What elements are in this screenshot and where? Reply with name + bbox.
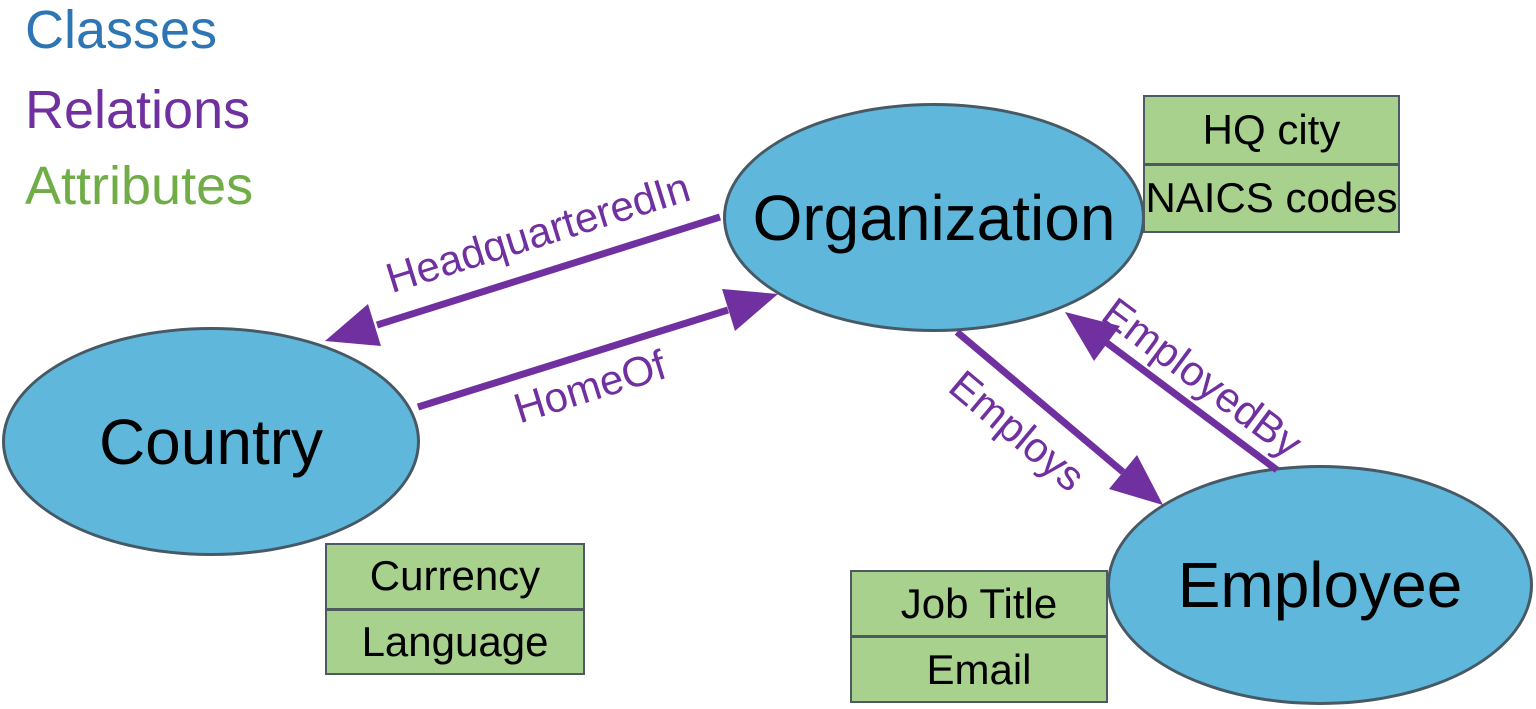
attributes-box-employee: Job Title Email	[850, 570, 1108, 703]
attributes-box-country: Currency Language	[325, 543, 585, 675]
legend-attributes: Attributes	[25, 156, 254, 216]
legend-relations: Relations	[25, 80, 251, 140]
legend-classes: Classes	[25, 0, 218, 60]
relation-line-employedby	[1104, 340, 1280, 473]
relation-arrowhead-employedby	[1065, 312, 1120, 361]
attribute-hq-city: HQ city	[1202, 105, 1341, 153]
relation-line-employs	[954, 329, 1126, 475]
relation-arrowhead-employs	[1109, 455, 1163, 505]
node-country-label: Country	[98, 405, 324, 478]
node-employee-label: Employee	[1177, 549, 1463, 621]
relation-arrowhead-headquarteredin	[325, 304, 381, 346]
attribute-naics-codes: NAICS codes	[1145, 162, 1398, 232]
node-organization: Organization	[723, 103, 1145, 332]
attributes-box-organization: HQ city NAICS codes	[1143, 95, 1400, 233]
attribute-job-title: Job Title	[900, 579, 1058, 627]
relation-line-headquarteredin	[375, 213, 722, 329]
attribute-email: Email	[852, 635, 1106, 701]
relation-line-homeof	[416, 306, 730, 411]
node-employee: Employee	[1107, 465, 1533, 705]
relation-arrowhead-homeof	[722, 289, 778, 331]
attribute-language: Language	[327, 607, 583, 674]
node-organization-label: Organization	[752, 181, 1116, 254]
attribute-currency: Currency	[369, 552, 541, 600]
node-country: Country	[2, 327, 420, 556]
